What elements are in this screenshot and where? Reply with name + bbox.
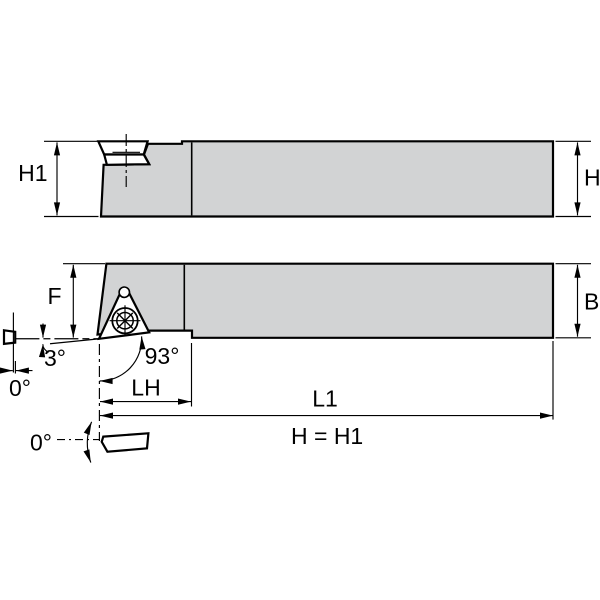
label-angle-zero-top: 0°	[9, 375, 31, 401]
lead-angle-annotation: 93°	[99, 336, 180, 385]
label-angle-zero-bottom: 0°	[30, 430, 52, 456]
label-angle-end: 3°	[44, 345, 66, 371]
edge-angle-annotation: 3° 0°	[0, 312, 99, 401]
dim-h1: H1	[18, 140, 99, 218]
label-h: H	[584, 165, 600, 191]
insert-front-view	[100, 432, 150, 453]
label-lh: LH	[131, 375, 160, 401]
dim-h: H	[555, 140, 600, 218]
top-view: B F 3° 0° 93°	[0, 262, 599, 463]
dim-f: F	[47, 263, 105, 338]
end-cutting-edge-line	[49, 338, 99, 345]
label-f: F	[47, 283, 61, 309]
dim-b: B	[555, 263, 599, 339]
holder-body-plan	[96, 262, 555, 339]
label-h1: H1	[18, 160, 47, 186]
inclination-annotation: 0°	[30, 421, 150, 463]
label-equation: H = H1	[291, 423, 363, 449]
label-angle-lead: 93°	[145, 343, 180, 369]
dim-l1: L1	[100, 341, 554, 420]
workpiece-profile	[2, 329, 17, 346]
side-view: H1 H	[18, 134, 600, 218]
insert-screw-icon	[109, 305, 141, 337]
dim-lh: LH	[100, 343, 193, 407]
label-l1: L1	[312, 386, 338, 412]
label-b: B	[584, 289, 599, 315]
insert-nose-radius	[118, 286, 131, 299]
holder-body-side	[99, 140, 555, 218]
